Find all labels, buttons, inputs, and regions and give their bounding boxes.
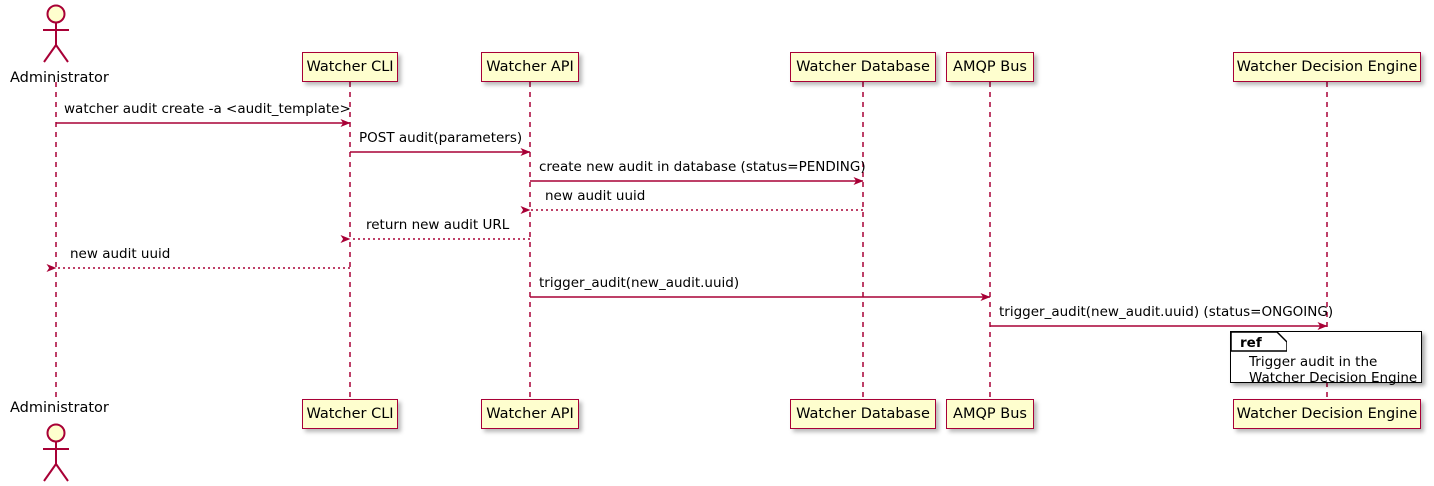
message-label-7: trigger_audit(new_audit.uuid) — [539, 275, 740, 291]
actor-label-administrator-bottom: Administrator — [10, 400, 109, 416]
actor-head — [46, 423, 66, 443]
actor-leg-right — [55, 44, 69, 63]
actor-figure-administrator-bottom[interactable] — [43, 423, 69, 482]
participant-label-watcher-database: Watcher Database — [796, 58, 930, 75]
message-label-2: POST audit(parameters) — [359, 130, 523, 146]
actor-leg-left — [43, 463, 57, 482]
actor-leg-right — [55, 463, 69, 482]
ref-keyword-tab — [1231, 332, 1287, 352]
message-label-5: return new audit URL — [366, 217, 510, 233]
participant-box-watcher-api-top[interactable]: Watcher API — [481, 52, 579, 82]
participant-box-watcher-database-bottom[interactable]: Watcher Database — [790, 399, 936, 429]
message-arrows-group — [46, 119, 1328, 330]
lifelines-group — [55, 82, 1328, 399]
actor-figures-group — [43, 4, 69, 482]
ref-fragment: ref Trigger audit in the Watcher Decisio… — [1230, 331, 1422, 386]
participant-box-amqp-bus-bottom[interactable]: AMQP Bus — [946, 399, 1034, 429]
participant-label-watcher-cli: Watcher CLI — [306, 58, 394, 75]
actor-head — [46, 4, 66, 24]
participant-box-watcher-decision-engine-bottom[interactable]: Watcher Decision Engine — [1233, 399, 1421, 429]
actor-label-administrator-top: Administrator — [10, 70, 109, 86]
message-label-1: watcher audit create -a <audit_template> — [64, 101, 351, 117]
ref-keyword-label: ref — [1240, 335, 1262, 351]
message-label-3: create new audit in database (status=PEN… — [539, 159, 866, 175]
participant-label-watcher-api: Watcher API — [486, 58, 574, 75]
actor-figure-administrator-top[interactable] — [43, 4, 69, 63]
ref-body-line-1: Trigger audit in the — [1249, 354, 1378, 370]
participant-box-watcher-api-bottom[interactable]: Watcher API — [481, 399, 579, 429]
ref-tab-shape — [1231, 332, 1287, 352]
message-label-4: new audit uuid — [545, 188, 646, 204]
participant-box-watcher-cli-bottom[interactable]: Watcher CLI — [302, 399, 398, 429]
ref-body-text: Trigger audit in the Watcher Decision En… — [1249, 354, 1417, 386]
participant-label-watcher-api: Watcher API — [486, 405, 574, 422]
participant-box-amqp-bus-top[interactable]: AMQP Bus — [946, 52, 1034, 82]
participant-label-watcher-cli: Watcher CLI — [306, 405, 394, 422]
participant-label-amqp-bus: AMQP Bus — [953, 58, 1027, 75]
participant-label-watcher-decision-engine: Watcher Decision Engine — [1236, 58, 1418, 75]
message-label-8: trigger_audit(new_audit.uuid) (status=ON… — [999, 304, 1334, 320]
ref-body-line-2: Watcher Decision Engine — [1249, 370, 1418, 386]
message-label-6: new audit uuid — [70, 246, 171, 262]
actor-leg-left — [43, 44, 57, 63]
participant-box-watcher-decision-engine-top[interactable]: Watcher Decision Engine — [1233, 52, 1421, 82]
participant-box-watcher-database-top[interactable]: Watcher Database — [790, 52, 936, 82]
participant-label-watcher-database: Watcher Database — [796, 405, 930, 422]
participant-box-watcher-cli-top[interactable]: Watcher CLI — [302, 52, 398, 82]
participant-label-watcher-decision-engine: Watcher Decision Engine — [1236, 405, 1418, 422]
participant-label-amqp-bus: AMQP Bus — [953, 405, 1027, 422]
